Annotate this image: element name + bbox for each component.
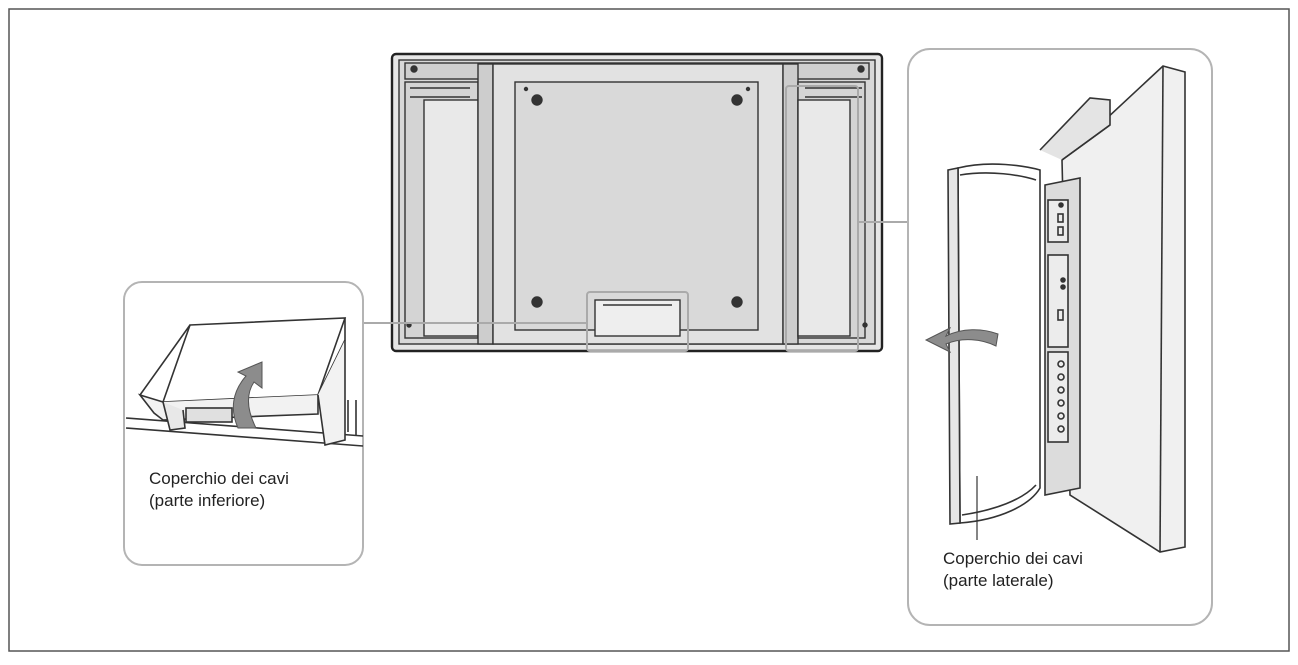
- side-cover-illustration: [947, 65, 1186, 553]
- bottom-cover-label-line2: (parte inferiore): [149, 491, 266, 510]
- callout-connector-lines: [363, 221, 908, 324]
- tv-highlight-boxes: [586, 85, 859, 352]
- bottom-cover-label-line1: Coperchio dei cavi: [149, 469, 289, 488]
- outer-frame: [8, 8, 1290, 652]
- side-cover-label-line2: (parte laterale): [943, 571, 1054, 590]
- curved-arrow-left-icon: [924, 326, 999, 354]
- bottom-cover-illustration: [125, 317, 364, 447]
- tv-rear-view: [390, 52, 884, 353]
- side-cover-label-line1: Coperchio dei cavi: [943, 549, 1083, 568]
- curved-arrow-up-icon: [232, 361, 263, 429]
